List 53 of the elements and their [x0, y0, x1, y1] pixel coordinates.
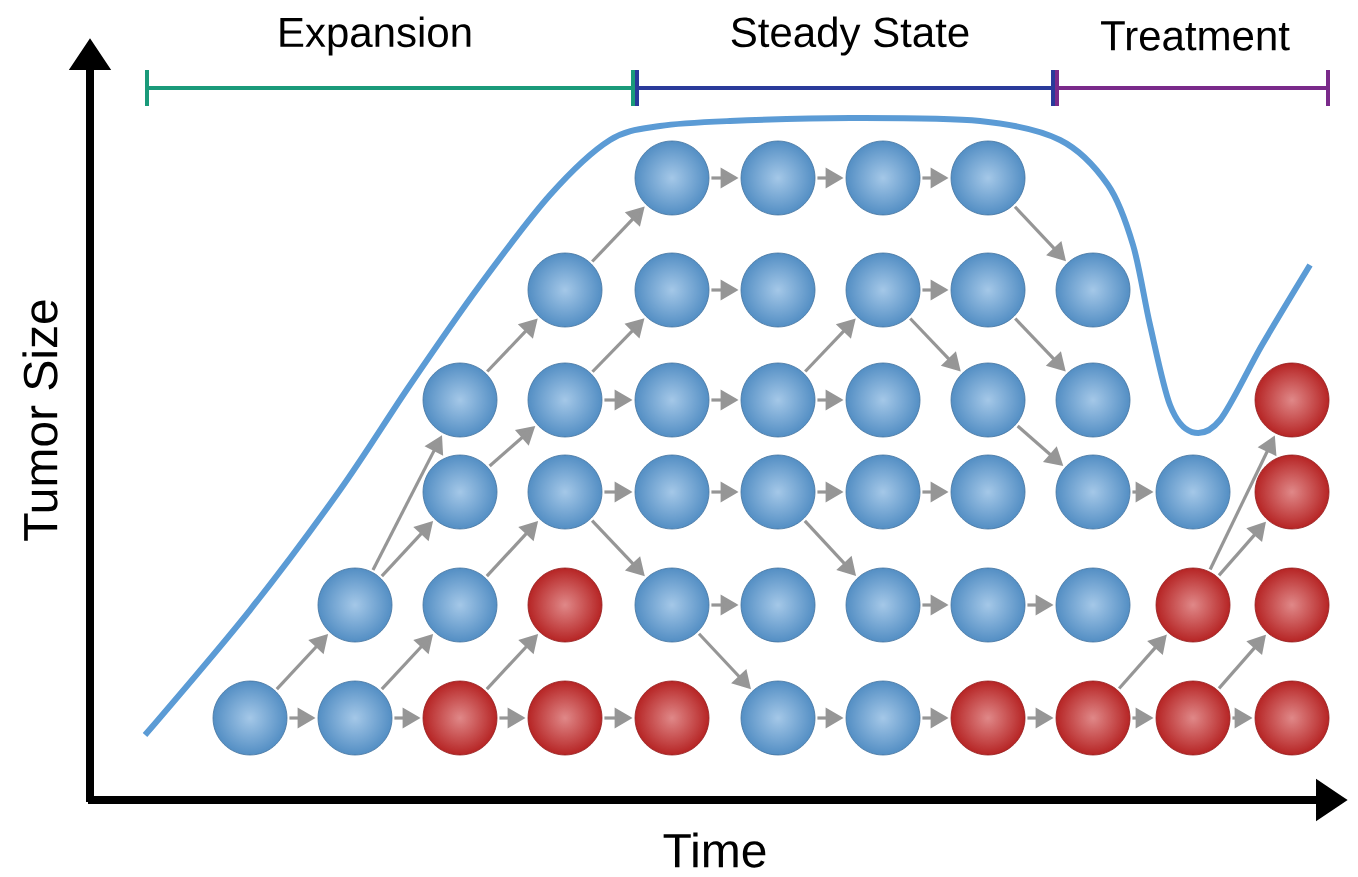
- cell: [634, 252, 710, 328]
- cell: [634, 567, 710, 643]
- cell: [317, 567, 393, 643]
- cell: [1254, 362, 1330, 438]
- cell: [527, 680, 603, 756]
- cell: [1155, 567, 1231, 643]
- cell: [422, 680, 498, 756]
- axis-label: Time: [663, 832, 766, 868]
- cell: [527, 567, 603, 643]
- cell: [950, 454, 1026, 530]
- cell: [1055, 454, 1131, 530]
- cell: [1155, 680, 1231, 756]
- cell: [634, 362, 710, 438]
- phase-label: Expansion: [280, 16, 471, 56]
- cell: [1254, 454, 1330, 530]
- cell: [740, 567, 816, 643]
- cell: [845, 140, 921, 216]
- cell: [740, 362, 816, 438]
- cell: [845, 680, 921, 756]
- cell: [950, 140, 1026, 216]
- cell: [1055, 680, 1131, 756]
- cell: [1254, 567, 1330, 643]
- cell: [845, 567, 921, 643]
- cell: [950, 362, 1026, 438]
- cell: [527, 252, 603, 328]
- cell: [1055, 567, 1131, 643]
- cell: [845, 362, 921, 438]
- cell: [422, 454, 498, 530]
- cell: [740, 252, 816, 328]
- phase-label: Treatment: [1101, 21, 1290, 51]
- cell: [740, 140, 816, 216]
- cell: [317, 680, 393, 756]
- cell: [527, 362, 603, 438]
- axis-label: Tumor Size: [22, 300, 58, 541]
- cell: [1055, 362, 1131, 438]
- cell: [634, 140, 710, 216]
- cell: [527, 454, 603, 530]
- cell: [740, 454, 816, 530]
- cell: [845, 454, 921, 530]
- cell: [845, 252, 921, 328]
- cell: [422, 362, 498, 438]
- cell: [422, 567, 498, 643]
- cell: [212, 680, 288, 756]
- phase-label: Steady State: [731, 16, 969, 56]
- cell: [950, 680, 1026, 756]
- cell: [1155, 454, 1231, 530]
- cell: [950, 252, 1026, 328]
- cell: [1254, 680, 1330, 756]
- cell: [950, 567, 1026, 643]
- cell: [740, 680, 816, 756]
- cell: [634, 680, 710, 756]
- cell: [634, 454, 710, 530]
- cell: [1055, 252, 1131, 328]
